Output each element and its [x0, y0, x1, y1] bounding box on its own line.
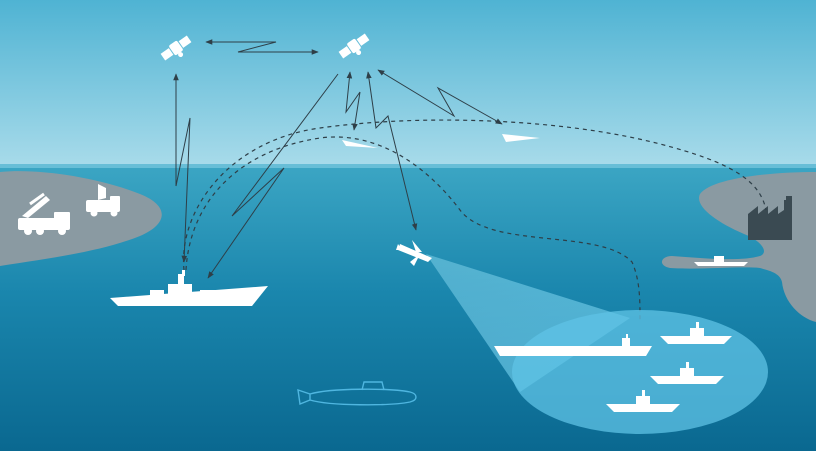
link-satellite-to-satellite: [205, 39, 319, 55]
missile-trajectories: [182, 119, 767, 321]
link-satellite-right-to-warship: [207, 73, 339, 279]
destroyer-icon: [110, 270, 268, 306]
satellite-icon: [338, 33, 370, 59]
submarine-icon: [297, 381, 417, 406]
radar-truck-icon: [86, 184, 120, 217]
link-satellite-right-to-aircraft: [366, 71, 418, 231]
sonar-zone: [512, 310, 768, 434]
boat-icon: [694, 256, 748, 266]
missile-launcher-icon: [18, 192, 70, 235]
satellite-icon: [160, 35, 192, 61]
communication-links: [173, 39, 503, 279]
ship-icon: [650, 362, 724, 384]
carrier-icon: [494, 334, 652, 356]
link-satellite-right-to-missile: [345, 71, 361, 131]
sensor-beam: [426, 254, 630, 392]
missile-icon: [342, 140, 378, 148]
trajectory-to-target-ship: [185, 136, 641, 321]
missile-icon: [502, 134, 540, 142]
sky: [0, 0, 816, 166]
ship-icon: [660, 322, 732, 344]
link-satellite-left-to-warship: [173, 73, 191, 263]
ship-icon: [606, 390, 680, 412]
factory-icon: [748, 196, 792, 240]
aircraft-icon: [396, 240, 432, 266]
